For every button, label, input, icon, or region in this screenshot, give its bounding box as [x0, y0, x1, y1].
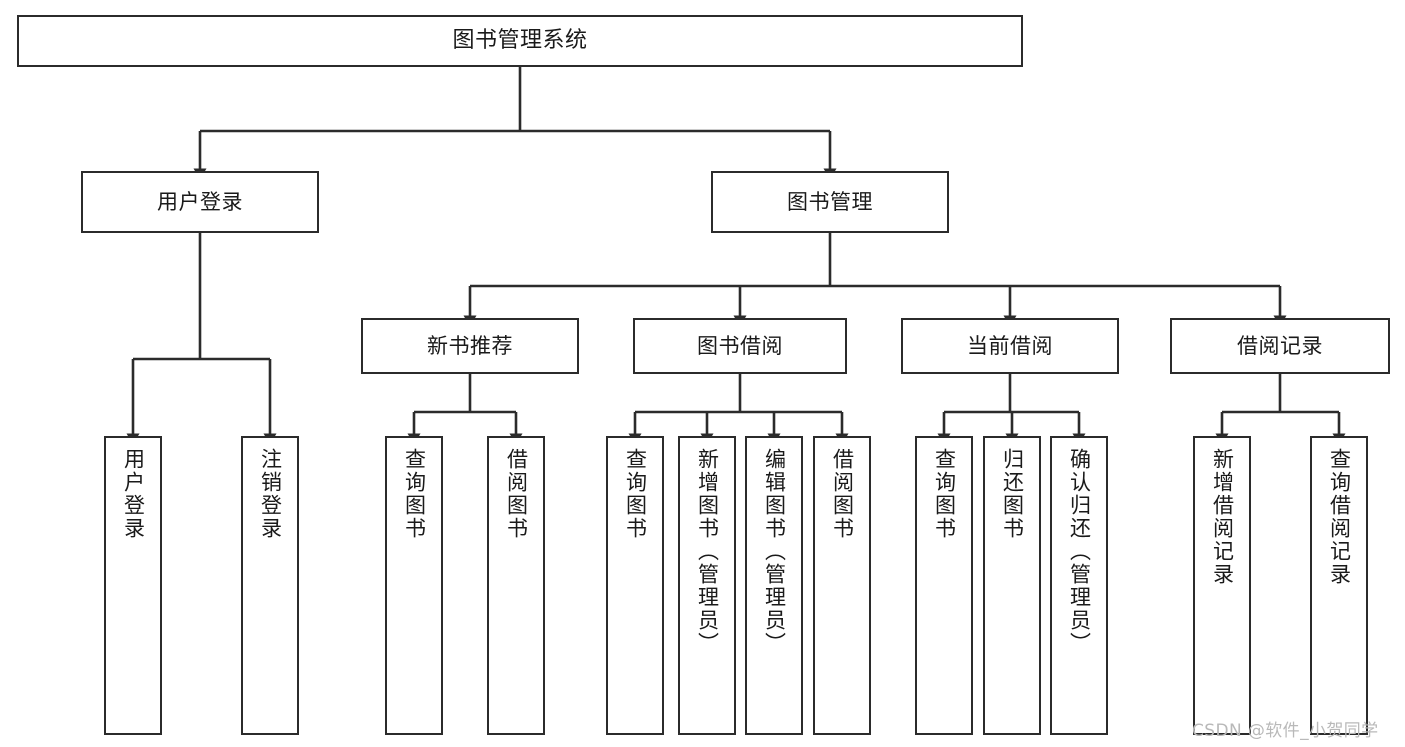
- node-current-borrow-label: 当前借阅: [967, 333, 1053, 358]
- node-leaf-query-book-1-label: 查询图书: [402, 448, 427, 540]
- node-leaf-confirm-return-label: 确认归还（管理员）: [1067, 448, 1092, 655]
- node-leaf-query-book-3-label: 查询图书: [932, 448, 957, 540]
- node-user-login[interactable]: 用户登录: [81, 171, 319, 233]
- node-leaf-confirm-return[interactable]: 确认归还（管理员）: [1050, 436, 1108, 735]
- node-leaf-edit-book-label: 编辑图书（管理员）: [762, 448, 787, 655]
- node-leaf-user-login-label: 用户登录: [121, 448, 146, 540]
- node-new-book-recommend-label: 新书推荐: [427, 333, 513, 358]
- node-leaf-query-book-3[interactable]: 查询图书: [915, 436, 973, 735]
- node-leaf-query-book-2-label: 查询图书: [623, 448, 648, 540]
- node-root-label: 图书管理系统: [452, 28, 588, 54]
- node-leaf-borrow-book-2-label: 借阅图书: [830, 448, 855, 540]
- node-leaf-return-book[interactable]: 归还图书: [983, 436, 1041, 735]
- node-book-manage-label: 图书管理: [787, 189, 873, 214]
- node-leaf-borrow-book-2[interactable]: 借阅图书: [813, 436, 871, 735]
- node-leaf-query-record[interactable]: 查询借阅记录: [1310, 436, 1368, 735]
- node-leaf-query-record-label: 查询借阅记录: [1327, 448, 1352, 586]
- node-borrow-record[interactable]: 借阅记录: [1170, 318, 1390, 374]
- node-borrow-record-label: 借阅记录: [1237, 333, 1323, 358]
- node-leaf-borrow-book-1-label: 借阅图书: [504, 448, 529, 540]
- node-book-manage[interactable]: 图书管理: [711, 171, 949, 233]
- node-leaf-logout-label: 注销登录: [258, 448, 283, 540]
- node-leaf-edit-book[interactable]: 编辑图书（管理员）: [745, 436, 803, 735]
- node-root[interactable]: 图书管理系统: [17, 15, 1023, 67]
- node-leaf-logout[interactable]: 注销登录: [241, 436, 299, 735]
- node-leaf-add-book-label: 新增图书（管理员）: [695, 448, 720, 655]
- node-leaf-user-login[interactable]: 用户登录: [104, 436, 162, 735]
- node-leaf-return-book-label: 归还图书: [1000, 448, 1025, 540]
- node-leaf-add-record[interactable]: 新增借阅记录: [1193, 436, 1251, 735]
- node-leaf-query-book-2[interactable]: 查询图书: [606, 436, 664, 735]
- node-book-borrow-label: 图书借阅: [697, 333, 783, 358]
- node-leaf-add-record-label: 新增借阅记录: [1210, 448, 1235, 586]
- node-leaf-add-book[interactable]: 新增图书（管理员）: [678, 436, 736, 735]
- node-user-login-label: 用户登录: [157, 189, 243, 214]
- csdn-watermark: CSDN @软件_小贺同学: [1192, 721, 1379, 741]
- node-new-book-recommend[interactable]: 新书推荐: [361, 318, 579, 374]
- node-leaf-query-book-1[interactable]: 查询图书: [385, 436, 443, 735]
- node-current-borrow[interactable]: 当前借阅: [901, 318, 1119, 374]
- node-leaf-borrow-book-1[interactable]: 借阅图书: [487, 436, 545, 735]
- node-book-borrow[interactable]: 图书借阅: [633, 318, 847, 374]
- connector-lines: [126, 67, 1346, 445]
